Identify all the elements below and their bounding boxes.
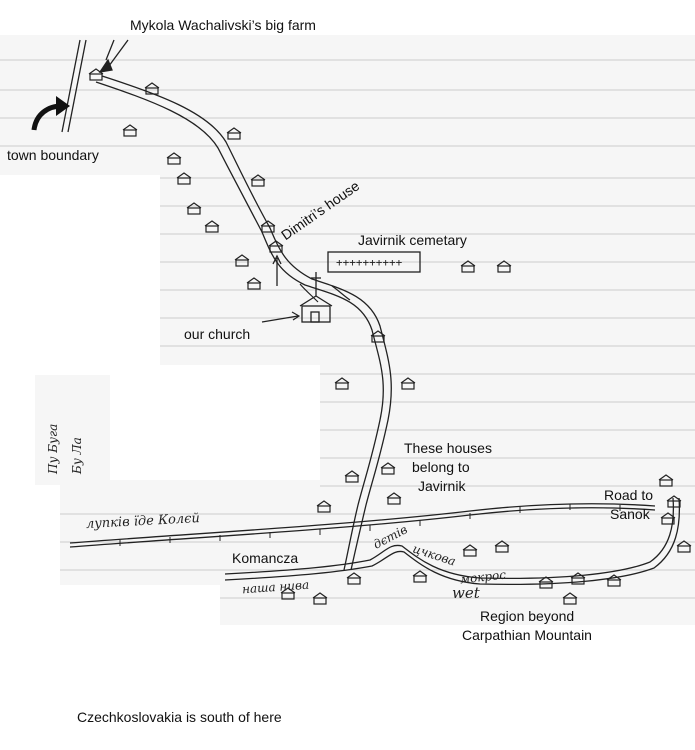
hand-side2: Бу Ла	[70, 437, 84, 474]
label-region-2: Carpathian Mountain	[462, 627, 592, 643]
road-to-sanok	[224, 497, 681, 586]
label-javirnik-houses-3: Javirnik	[418, 478, 466, 494]
town-boundary-line	[61, 39, 87, 133]
label-road-to-sanok-1: Road to	[604, 487, 654, 503]
label-road-to-sanok-2: Sanok	[610, 506, 650, 522]
label-town-boundary: town boundary	[7, 147, 99, 163]
label-church: our church	[184, 326, 251, 342]
dimitri-arrow-icon	[272, 254, 282, 286]
church-arrow-icon	[261, 311, 301, 323]
church-road	[299, 283, 351, 303]
hand-side: Пу Буга	[46, 423, 60, 474]
label-farm: Mykola Wachalivski’s big farm	[130, 17, 316, 33]
boundary-arrow-icon	[31, 96, 70, 131]
label-javirnik-houses-1: These houses	[404, 440, 492, 456]
farm-arrow-icon	[98, 39, 129, 73]
label-cemetary: Javirnik cemetary	[358, 232, 467, 248]
label-wet: wet	[452, 584, 480, 602]
church-icon	[299, 272, 333, 323]
label-region-1: Region beyond	[480, 608, 575, 624]
railway-ties	[119, 504, 621, 546]
label-footer: Czechkoslovakia is south of here	[77, 709, 282, 725]
label-javirnik-houses-2: belong to	[412, 459, 470, 475]
railway-line	[69, 503, 656, 548]
label-komancza: Komancza	[232, 550, 299, 566]
cemetary-box: ++++++++++	[327, 251, 421, 273]
svg-text:++++++++++: ++++++++++	[336, 256, 403, 269]
paper-sheets	[0, 35, 695, 625]
main-road	[95, 75, 392, 571]
